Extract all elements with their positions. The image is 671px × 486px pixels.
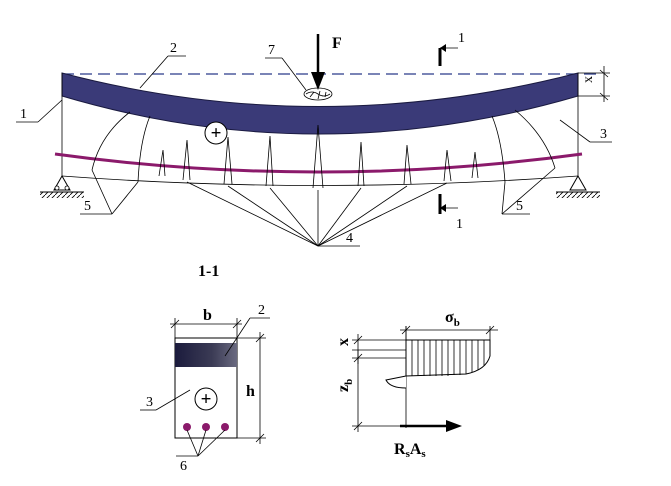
label-h: h <box>246 383 255 400</box>
rebar-2 <box>202 423 210 431</box>
label-1: 1 <box>20 107 27 122</box>
label-4: 4 <box>346 231 353 246</box>
svg-text:1: 1 <box>458 31 465 46</box>
label-rsas: RsAs <box>394 441 426 460</box>
label-7: 7 <box>268 43 275 58</box>
rsas-arrow-head <box>446 420 462 432</box>
label-6: 6 <box>180 459 187 474</box>
section-mark-bottom: 1 <box>438 194 463 232</box>
inclined-crack-right-1 <box>514 109 556 169</box>
inclined-crack-left-2 <box>137 115 151 183</box>
tension-zone-sign <box>204 121 228 145</box>
label-x-section: x <box>335 338 352 346</box>
section-compressed-zone <box>175 343 237 367</box>
force-arrow-head <box>311 72 325 90</box>
beam-elevation: F + <box>16 31 612 247</box>
svg-text:+: + <box>201 389 212 410</box>
stress-tension-tail <box>385 375 407 389</box>
inclined-crack-left-1 <box>91 111 131 171</box>
label-sigma: σb <box>445 309 460 329</box>
leader-4 <box>186 181 448 247</box>
label-2-section: 2 <box>258 303 265 318</box>
label-3: 3 <box>600 127 607 142</box>
label-force: F <box>332 35 342 52</box>
label-5-right: 5 <box>516 199 523 214</box>
section-mark-top: 1 <box>438 31 465 66</box>
left-support <box>40 174 84 198</box>
label-2: 2 <box>170 41 177 56</box>
cross-section: + b h 2 3 6 <box>140 303 270 474</box>
rebar-3 <box>221 423 229 431</box>
label-3-section: 3 <box>146 395 153 410</box>
beam-bottom-edge <box>61 175 579 186</box>
dim-x-right: x <box>578 66 610 102</box>
svg-text:x: x <box>581 76 596 83</box>
tension-reinforcement <box>54 152 583 174</box>
label-b: b <box>203 307 212 324</box>
stress-diagram: σb x zb RsAs <box>335 309 498 460</box>
label-5-left: 5 <box>84 199 91 214</box>
normal-cracks <box>158 124 479 189</box>
right-support <box>556 174 600 198</box>
svg-text:1: 1 <box>456 217 463 232</box>
rebar-1 <box>183 423 191 431</box>
section-title: 1-1 <box>198 263 219 280</box>
label-zb: zb <box>335 379 355 392</box>
inclined-crack-right-2 <box>491 115 506 183</box>
svg-text:+: + <box>211 123 222 144</box>
section-tension-sign <box>194 387 218 411</box>
